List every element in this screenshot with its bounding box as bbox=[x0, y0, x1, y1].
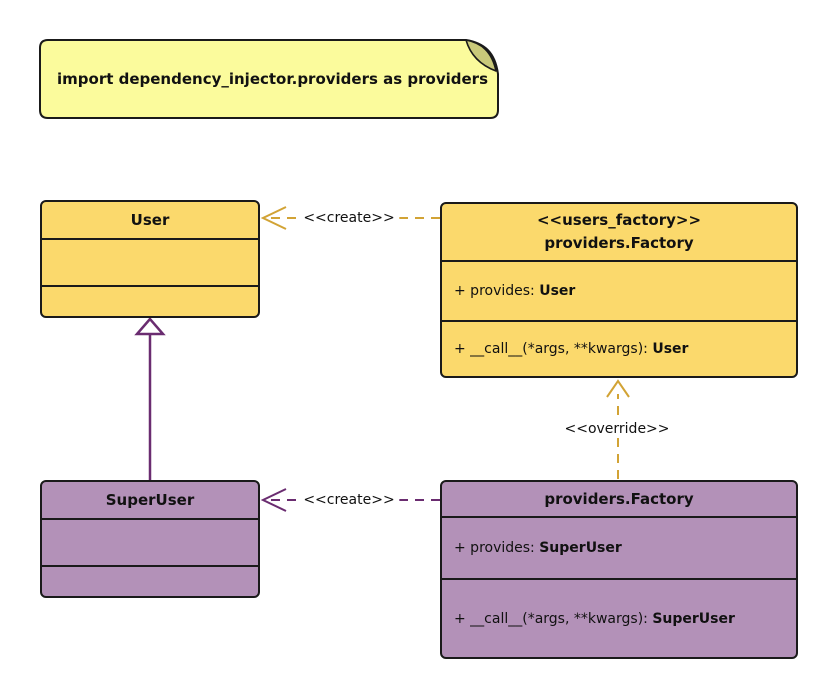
class-superuser-factory-method: + __call__(*args, **kwargs): SuperUser bbox=[442, 578, 796, 657]
class-superuser-factory-attribute: + provides: SuperUser bbox=[442, 516, 796, 578]
class-superuser-fields-compartment bbox=[42, 518, 258, 565]
attribute-type: SuperUser bbox=[539, 540, 622, 556]
override-label: <<override>> bbox=[559, 421, 675, 437]
class-superuser-factory: providers.Factory + provides: SuperUser … bbox=[440, 480, 798, 659]
note-fold-icon bbox=[465, 39, 497, 72]
method-prefix: + __call__(*args, **kwargs): bbox=[454, 341, 653, 357]
method-type: SuperUser bbox=[652, 610, 735, 627]
note-body bbox=[39, 39, 499, 119]
class-user-name: User bbox=[130, 210, 170, 229]
attribute-prefix: + provides: bbox=[454, 540, 540, 556]
create-label-superuser: <<create>> bbox=[298, 492, 400, 508]
class-users-factory-attribute: + provides: User bbox=[442, 260, 796, 320]
class-users-factory-method: + __call__(*args, **kwargs): User bbox=[442, 320, 796, 376]
class-superuser-factory-name: providers.Factory bbox=[544, 489, 694, 508]
note-label: import dependency_injector.providers as … bbox=[57, 70, 489, 88]
class-users-factory-title: <<users_factory>> providers.Factory bbox=[442, 204, 796, 260]
class-user: User bbox=[40, 200, 260, 318]
attribute-line: + provides: SuperUser bbox=[454, 540, 622, 556]
class-superuser-title: SuperUser bbox=[42, 482, 258, 518]
note-shape bbox=[39, 39, 499, 119]
class-users-factory-stereotype: <<users_factory>> bbox=[536, 211, 702, 229]
method-line: + __call__(*args, **kwargs): User bbox=[454, 341, 688, 357]
class-superuser: SuperUser bbox=[40, 480, 260, 598]
attribute-line: + provides: User bbox=[454, 283, 575, 299]
generalization-arrow bbox=[134, 317, 166, 480]
override-arrow bbox=[606, 379, 630, 479]
attribute-type: User bbox=[539, 283, 576, 299]
class-users-factory: <<users_factory>> providers.Factory + pr… bbox=[440, 202, 798, 378]
class-superuser-factory-title: providers.Factory bbox=[442, 482, 796, 516]
class-superuser-methods-compartment bbox=[42, 565, 258, 596]
class-user-methods-compartment bbox=[42, 285, 258, 316]
class-users-factory-name: providers.Factory bbox=[544, 234, 694, 252]
method-line: + __call__(*args, **kwargs): SuperUser bbox=[454, 611, 735, 627]
class-user-fields-compartment bbox=[42, 238, 258, 285]
override-arrow-head-icon bbox=[606, 379, 630, 398]
class-user-title: User bbox=[42, 202, 258, 238]
class-superuser-name: SuperUser bbox=[105, 490, 195, 509]
create-arrow-user-head-icon bbox=[260, 206, 287, 230]
method-type: User bbox=[652, 341, 689, 357]
generalization-triangle-icon bbox=[134, 317, 166, 336]
create-label-user: <<create>> bbox=[298, 210, 400, 226]
method-prefix: + __call__(*args, **kwargs): bbox=[454, 610, 653, 627]
create-arrow-superuser-head-icon bbox=[260, 488, 287, 512]
attribute-prefix: + provides: bbox=[454, 283, 540, 299]
note: import dependency_injector.providers as … bbox=[40, 40, 490, 118]
